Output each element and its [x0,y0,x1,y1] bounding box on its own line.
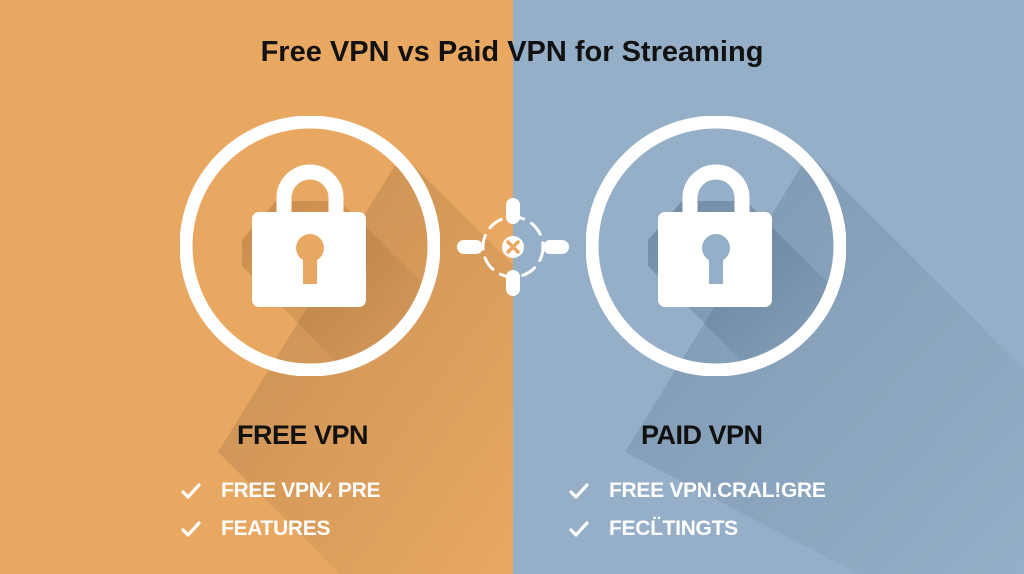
free-vpn-feature-list: FREE VPN⁄. PRE FEATURES [180,472,380,548]
paid-vpn-heading: PAID VPN [641,420,763,450]
feature-label: FREE VPN⁄. PRE [221,479,381,502]
checkmark-icon [181,521,201,537]
checkmark-icon [181,483,201,499]
padlock-in-circle-icon [586,116,846,376]
feature-label: FEATURES [221,517,331,540]
feature-item: FREE VPN.CRAL!GRE [568,472,826,510]
checkmark-icon [569,521,589,537]
feature-label: FECL̈TINGTS [609,517,738,540]
feature-item: FECL̈TINGTS [568,510,826,548]
free-vpn-heading: FREE VPN [237,420,369,450]
feature-label: FREE VPN.CRAL!GRE [609,479,826,502]
checkmark-icon [569,483,589,499]
paid-vpn-feature-list: FREE VPN.CRAL!GRE FECL̈TINGTS [568,472,826,548]
feature-item: FEATURES [180,510,380,548]
feature-item: FREE VPN⁄. PRE [180,472,380,510]
page-title: Free VPN vs Paid VPN for Streaming [260,36,764,68]
crosshair-connector-icon [457,198,569,296]
padlock-in-circle-icon [180,116,440,376]
